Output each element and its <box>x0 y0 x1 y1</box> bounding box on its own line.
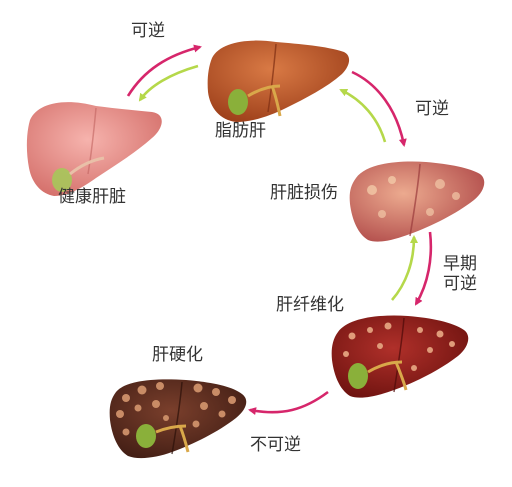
label-early-line2: 可逆 <box>443 273 477 294</box>
healthy-liver-illustration <box>26 102 162 196</box>
label-irreversible: 不可逆 <box>250 435 301 455</box>
arrow-fatty-to-injury <box>351 70 407 147</box>
label-healthy-liver: 健康肝脏 <box>58 187 126 207</box>
label-liver-fibrosis: 肝纤维化 <box>276 295 344 315</box>
cirrhotic-liver-illustration <box>109 379 247 459</box>
label-liver-cirrhosis: 肝硬化 <box>152 345 203 365</box>
arrow-injury-to-fibrosis <box>414 231 433 306</box>
arrow-fibrosis-to-injury <box>391 235 418 301</box>
label-healthy-fatty-reversible: 可逆 <box>131 21 165 41</box>
fatty-liver-illustration <box>207 40 350 122</box>
label-fatty-liver: 脂肪肝 <box>215 121 266 141</box>
injured-liver-illustration <box>349 161 485 242</box>
label-liver-injury: 肝脏损伤 <box>270 183 338 203</box>
label-fatty-injury-reversible: 可逆 <box>415 99 449 119</box>
label-early-reversible: 早期 可逆 <box>443 254 477 294</box>
arrow-fatty-to-healthy <box>138 64 199 102</box>
fibrotic-liver-illustration <box>331 315 469 398</box>
arrow-healthy-to-fatty <box>126 44 202 97</box>
arrow-fibrosis-to-cirrhosis <box>248 390 329 416</box>
label-early-line1: 早期 <box>443 254 477 274</box>
arrow-injury-to-fatty <box>339 88 387 143</box>
